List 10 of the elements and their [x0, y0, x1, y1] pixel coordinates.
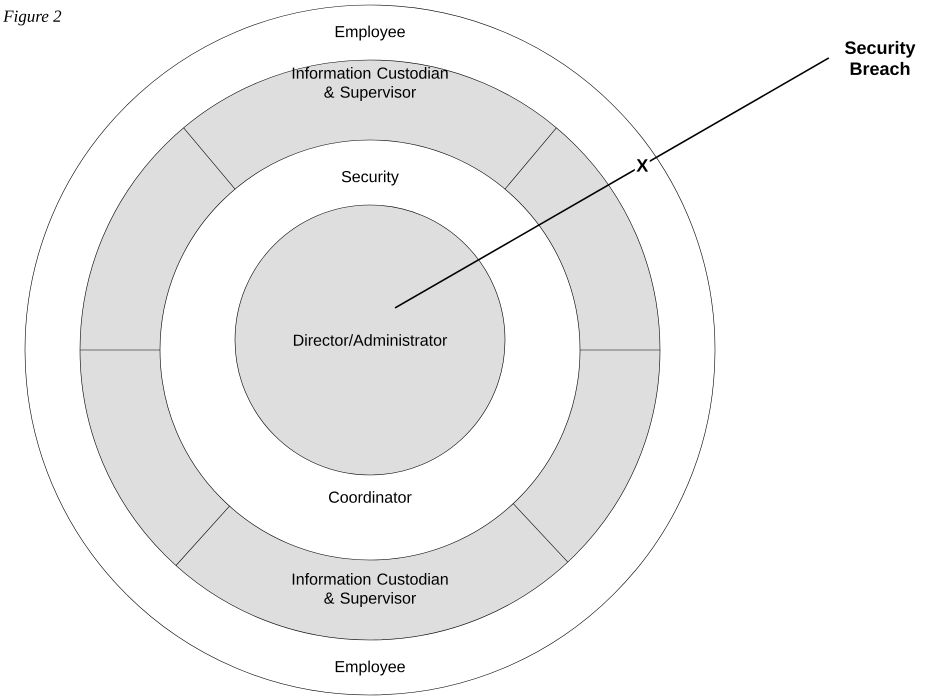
ring-label: Security — [342, 170, 399, 186]
ring-label: Employee — [336, 26, 405, 40]
ring-label: Information Custodian & Supervisor — [292, 573, 448, 607]
ring-label: Coordinator — [329, 491, 412, 503]
ring-label: Employee — [336, 660, 405, 676]
callout-text: Security Breach — [845, 40, 916, 76]
ring-label: Information Custodian & Supervisor — [292, 67, 448, 101]
ring-label: Director/Administrator — [294, 334, 448, 346]
figure-title: Figure 2 — [3, 10, 62, 26]
leader-line — [394, 57, 830, 309]
